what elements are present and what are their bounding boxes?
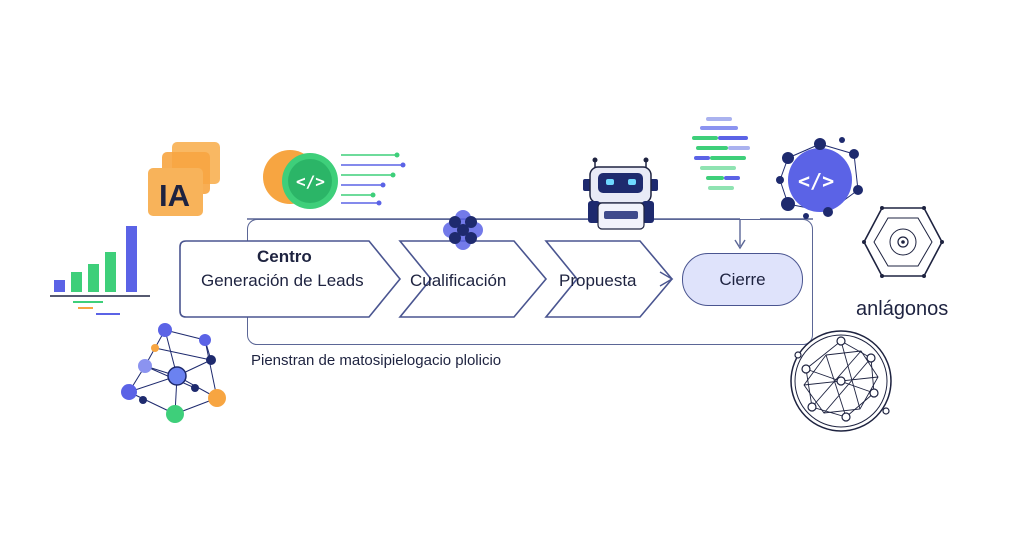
network-graph-icon [121,323,226,423]
stage-generacion-leads: Generación de Leads [201,271,364,290]
stage-propuesta: Propuesta [559,271,637,290]
flower-icon [443,210,483,250]
stage-3-chevron [544,240,674,318]
stage-2-chevron [398,240,548,318]
caption-text: Pienstran de matosipielo⁣gacio plolicio [251,352,502,369]
side-label: anlágonos [856,298,949,320]
flow-header: Centro [257,247,312,266]
code-lines-icon [692,117,750,190]
ia-badge-label: IA [159,178,190,213]
code-globe-icon: </> [263,150,406,209]
bar-chart-icon [50,226,150,315]
stage-cierre-label: Cierre [719,269,766,289]
stage-1-chevron [179,240,402,318]
circle-network-icon [790,330,892,432]
code-network-icon: </> [776,137,863,219]
stage-cualificacion: Cualificación [410,271,507,290]
hexagon-network-icon [862,206,944,278]
ia-badge-icon [148,142,220,216]
svg-text:</>: </> [798,169,834,193]
stage-cierre: Cierre [682,253,803,306]
robot-icon [583,157,658,230]
svg-text:</>: </> [296,172,325,191]
